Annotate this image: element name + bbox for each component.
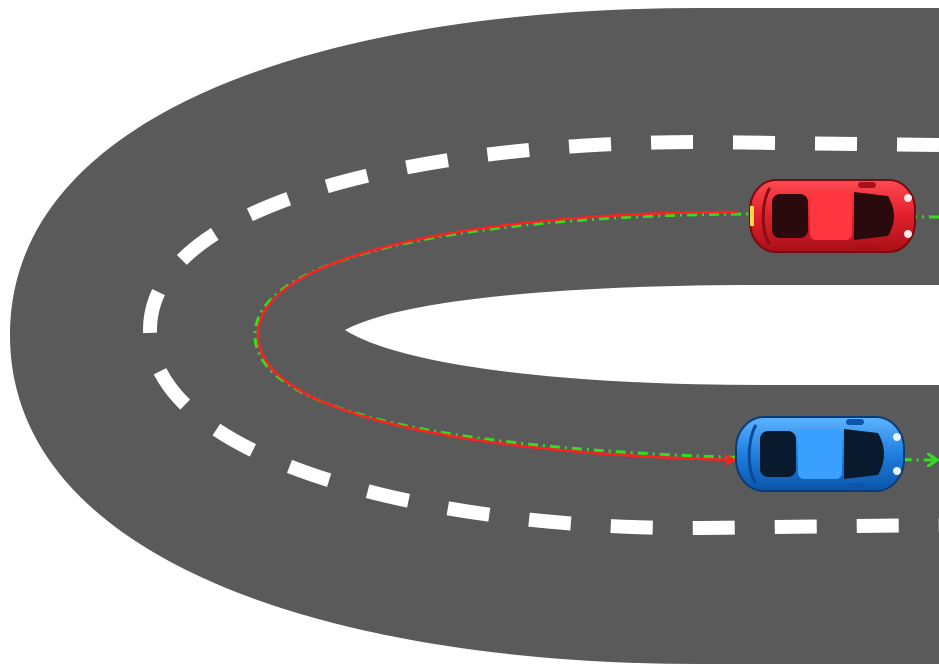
reference-path <box>253 212 939 460</box>
red-car <box>749 179 916 253</box>
road-surface <box>10 8 939 664</box>
blue-car <box>735 416 905 492</box>
planned-path <box>256 210 739 466</box>
lane-marking <box>142 134 939 536</box>
